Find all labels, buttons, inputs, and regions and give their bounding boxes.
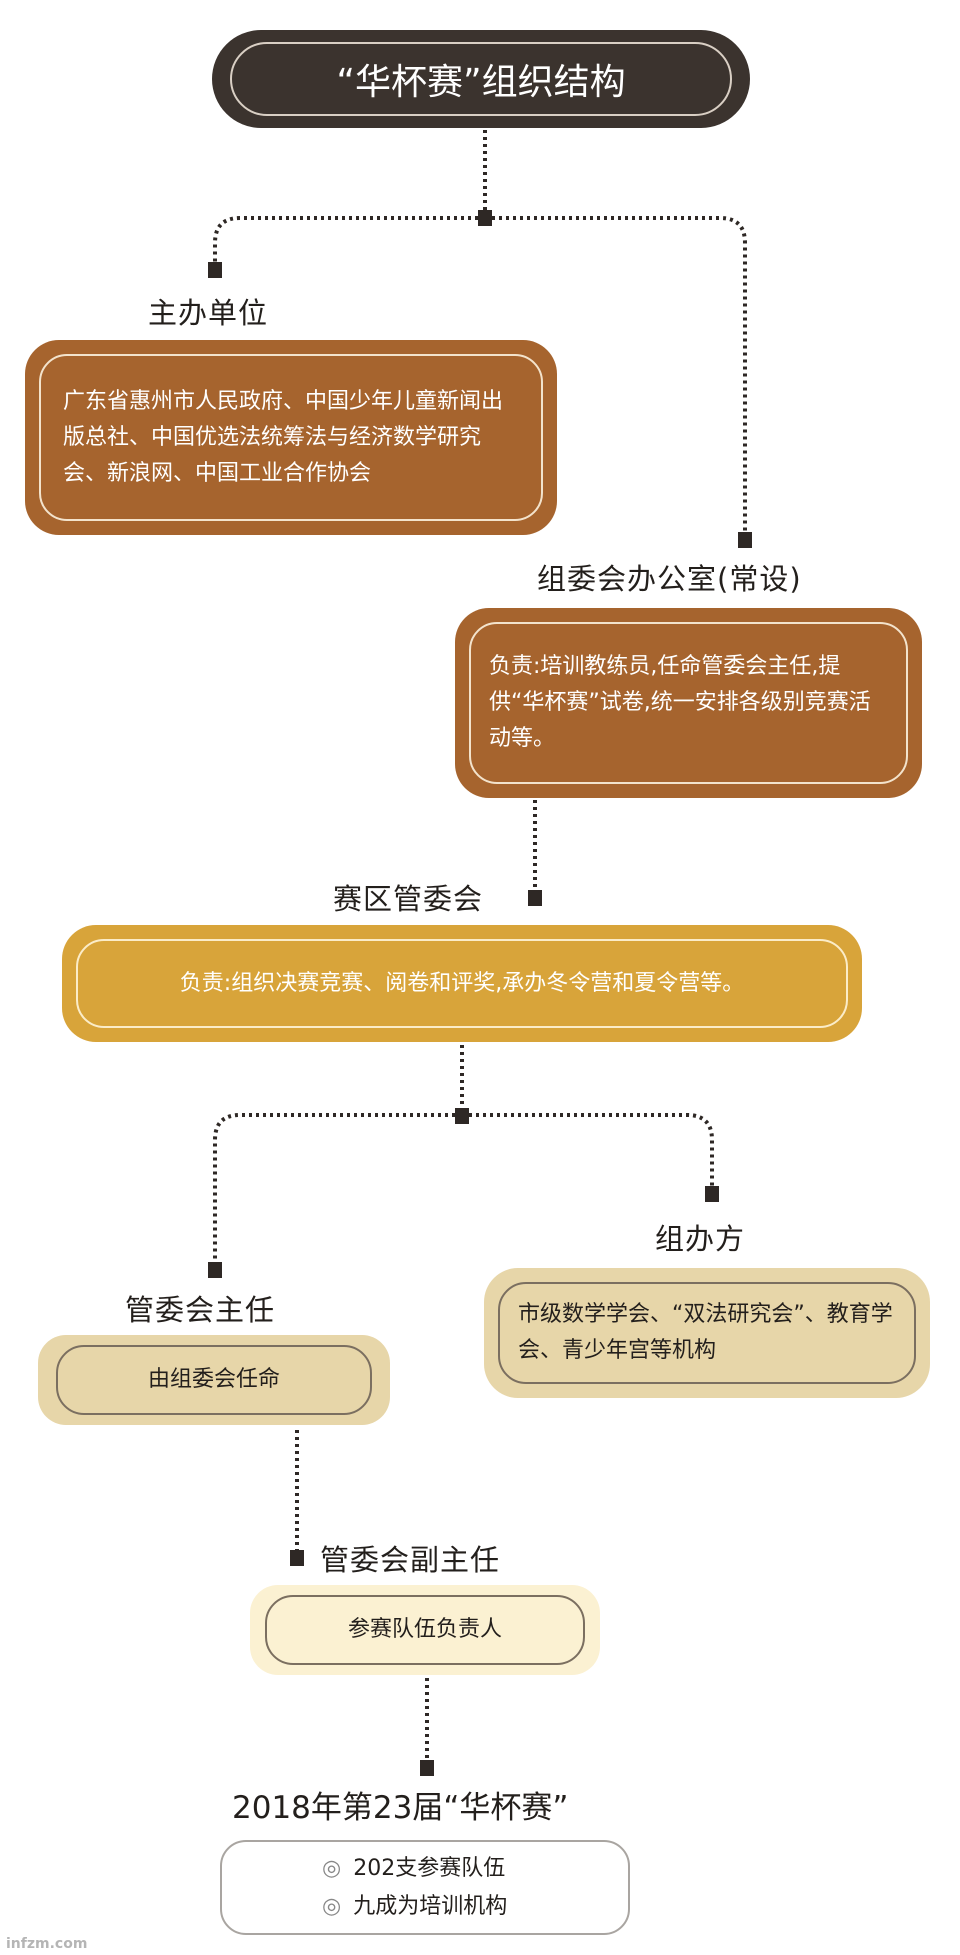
- district-label: 赛区管委会: [333, 882, 484, 916]
- office-box: 负责:培训教练员,任命管委会主任,提供“华杯赛”试卷,统一安排各级别竞赛活动等。: [455, 608, 922, 798]
- office-label: 组委会办公室(常设): [537, 562, 802, 596]
- director-text: 由组委会任命: [147, 1367, 280, 1392]
- district-box: 负责:组织决赛竞赛、阅卷和评奖,承办冬令营和夏令营等。: [62, 925, 862, 1042]
- title-box: “华杯赛”组织结构: [212, 30, 750, 128]
- edition-item: ◎202支参赛队伍: [322, 1856, 506, 1881]
- district-text: 负责:组织决赛竞赛、阅卷和评奖,承办冬令营和夏令营等。: [179, 970, 745, 996]
- organizer-label: 组办方: [655, 1222, 746, 1256]
- sponsors-box: 广东省惠州市人民政府、中国少年儿童新闻出版总社、中国优选法统筹法与经济数学研究会…: [25, 340, 557, 535]
- bullet-icon: ◎: [322, 1894, 342, 1919]
- vice-director-box: 参赛队伍负责人: [250, 1585, 600, 1675]
- director-box: 由组委会任命: [38, 1335, 390, 1425]
- connector-director: [213, 1113, 462, 1264]
- node-marker: [208, 1262, 222, 1278]
- edition-label: 2018年第23届“华杯赛”: [232, 1790, 569, 1826]
- sponsors-text: 广东省惠州市人民政府、中国少年儿童新闻出版总社、中国优选法统筹法与经济数学研究会…: [63, 388, 504, 486]
- node-marker: [290, 1550, 304, 1566]
- node-marker: [455, 1108, 469, 1124]
- watermark: infzm.com: [6, 1936, 88, 1952]
- node-marker: [705, 1186, 719, 1202]
- edition-box: ◎202支参赛队伍 ◎九成为培训机构: [220, 1840, 630, 1935]
- node-marker: [528, 890, 542, 906]
- office-text: 负责:培训教练员,任命管委会主任,提供“华杯赛”试卷,统一安排各级别竞赛活动等。: [489, 654, 871, 751]
- edition-item: ◎九成为培训机构: [322, 1894, 508, 1919]
- node-marker: [738, 532, 752, 548]
- connector-organizer: [462, 1113, 714, 1188]
- bullet-icon: ◎: [322, 1856, 342, 1881]
- vice-director-text: 参赛队伍负责人: [347, 1617, 502, 1642]
- sponsors-label: 主办单位: [148, 296, 269, 330]
- organizer-box: 市级数学学会、“双法研究会”、教育学会、青少年宫等机构: [484, 1268, 930, 1398]
- connector-office: [485, 216, 747, 536]
- organizer-text: 市级数学学会、“双法研究会”、教育学会、青少年宫等机构: [518, 1302, 893, 1363]
- chart-title: “华杯赛”组织结构: [336, 62, 626, 103]
- vice-director-label: 管委会副主任: [320, 1543, 501, 1577]
- node-marker: [208, 262, 222, 278]
- node-marker: [420, 1760, 434, 1776]
- connector-sponsors: [213, 216, 485, 266]
- node-marker: [478, 210, 492, 226]
- director-label: 管委会主任: [125, 1293, 276, 1327]
